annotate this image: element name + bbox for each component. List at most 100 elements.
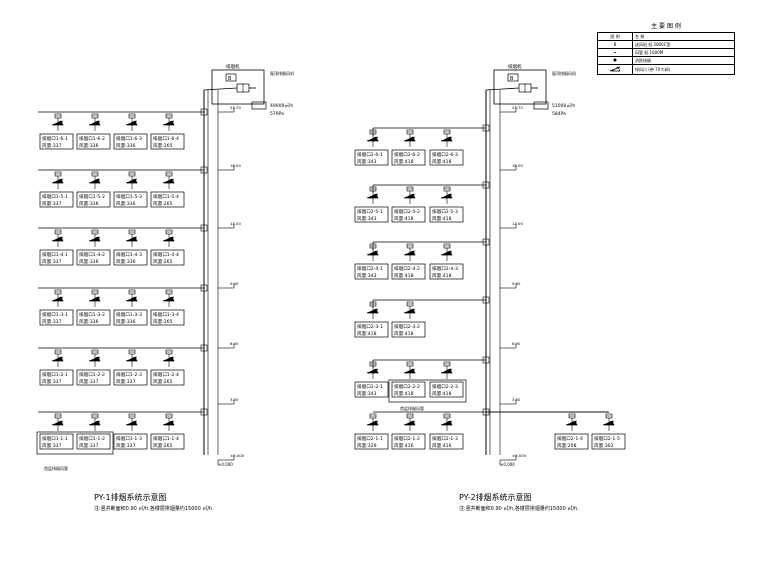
outlet-id-label: 排烟口2-3-1 [357, 323, 383, 330]
outlet-id-label: 排烟口2-3-2 [394, 323, 420, 330]
smoke-outlet-icon [51, 113, 64, 131]
outlet-airflow-label: 风量:418 [357, 330, 377, 337]
outlet-id-label: 排烟口2-1-4 [557, 435, 583, 442]
pressure-value: 579Pa [270, 111, 284, 117]
floor-elevation-label: 23.70 [512, 105, 523, 110]
outlet-id-label: 排烟口2-2-3 [432, 383, 458, 390]
outlet-id-label: 排烟口2-1-5 [594, 435, 620, 442]
smoke-outlet-icon [565, 413, 578, 431]
floor-elevation-label: 18.00 [230, 163, 241, 168]
legend-name: 排风口 (带 70℃阀) [632, 64, 735, 75]
smoke-outlet-icon [403, 186, 416, 204]
smoke-outlet-icon [366, 186, 379, 204]
outlet-airflow-label: 风量:337 [42, 258, 62, 265]
smoke-outlet-icon [125, 171, 138, 189]
outlet-airflow-label: 风量:337 [42, 200, 62, 207]
outlet-tag: 排烟口2-1-2风量:416 [391, 433, 426, 450]
floor-elevation-label: 18.00 [512, 163, 523, 168]
outlet-tag: 排烟口1-1-2风量:337 [76, 433, 111, 450]
outlet-tag: 排烟口2-1-1风量:329 [354, 433, 389, 450]
outlet-id-label: 排烟口1-1-1 [42, 435, 68, 442]
outlet-id-label: 排烟口1-6-4 [153, 135, 179, 142]
outlet-tag: 排烟口2-3-1风量:418 [354, 321, 389, 338]
legend-name: 风管 低 1600M [632, 48, 735, 57]
legend-name: 送风机 低 2800C型 [632, 40, 735, 49]
outlet-airflow-label: 风量:418 [432, 272, 452, 279]
smoke-outlet-icon [125, 289, 138, 307]
outlet-tag: 排烟口1-1-3风量:337 [113, 433, 148, 450]
legend-symbol-fan: B [597, 40, 633, 49]
floor-elevation-label: 3.00 [230, 397, 239, 402]
outlet-id-label: 排烟口1-5-4 [153, 193, 179, 200]
outlet-id-label: 排烟口1-5-2 [79, 193, 105, 200]
legend-row: B 送风机 低 2800C型 [597, 40, 735, 49]
outlet-tag: 排烟口2-5-1风量:343 [354, 206, 389, 223]
fire-damper [200, 344, 208, 352]
smoke-outlet-icon [366, 243, 379, 261]
smoke-outlet-icon [403, 129, 416, 147]
smoke-outlet-icon [88, 413, 101, 431]
outlet-airflow-label: 风量:336 [116, 142, 136, 149]
fire-damper [200, 166, 208, 174]
floor-elevation-label: 6.00 [512, 341, 521, 346]
floor-elevation-label: ±0.000 [512, 453, 527, 458]
legend-row: ═ 风管 低 1600M [597, 48, 735, 57]
smoke-outlet-icon [440, 413, 453, 431]
outlet-tag: 排烟口1-4-3风量:336 [113, 249, 148, 266]
dot-icon [613, 58, 617, 62]
outlet-id-label: 排烟口2-5-2 [394, 208, 420, 215]
outlet-tag: 排烟口1-4-1风量:337 [39, 249, 74, 266]
legend-name: 消防排烟 [632, 56, 735, 65]
outlet-airflow-label: 风量:337 [116, 378, 136, 385]
smoke-outlet-icon [162, 349, 175, 367]
outlet-id-label: 排烟口2-6-1 [357, 151, 383, 158]
outlet-airflow-label: 风量:302 [594, 442, 614, 449]
legend-table: 图 例 名 称 B 送风机 低 2800C型 ═ 风管 低 1600M 消防排烟… [597, 32, 735, 75]
smoke-outlet-icon [440, 361, 453, 379]
outlet-id-label: 排烟口2-5-3 [432, 208, 458, 215]
outlet-tag: 排烟口2-5-3风量:418 [429, 206, 464, 223]
fan-box [507, 73, 519, 82]
outlet-airflow-label: 风量:265 [153, 378, 173, 385]
legend-header-name: 名 称 [632, 32, 735, 41]
outlet-airflow-label: 风量:418 [432, 215, 452, 222]
outlet-id-label: 排烟口1-1-2 [79, 435, 105, 442]
discharge-box [251, 101, 267, 110]
system-1-subcaption: 注:竖井断面积0.90 ㎡/h,各楼层排烟量约15000 ㎡/h. [94, 506, 214, 512]
fan-label: 排烟机 [508, 63, 522, 70]
fan-note: 屋顶排烟风机 [270, 70, 294, 76]
legend-row: 消防排烟 [597, 56, 735, 65]
outlet-id-label: 排烟口2-2-2 [394, 383, 420, 390]
smoke-outlet-icon [602, 413, 615, 431]
outlet-id-label: 排烟口1-4-2 [79, 251, 105, 258]
outlet-airflow-label: 风量:329 [357, 442, 377, 449]
smoke-outlet-icon [440, 186, 453, 204]
smoke-outlet-icon [125, 113, 138, 131]
outlet-airflow-label: 风量:337 [42, 318, 62, 325]
outlet-airflow-label: 风量:336 [79, 318, 99, 325]
fire-damper [200, 408, 208, 416]
outlet-tag: 排烟口1-2-3风量:337 [113, 369, 148, 386]
smoke-outlet-icon [125, 413, 138, 431]
smoke-outlet-icon [125, 349, 138, 367]
smoke-outlet-icon [51, 349, 64, 367]
bottom-level-label: ±0.000 [500, 462, 515, 467]
fire-damper [482, 296, 490, 304]
outlet-id-label: 排烟口1-6-1 [42, 135, 68, 142]
outlet-tag: 排烟口1-5-1风量:337 [39, 191, 74, 208]
shaft-top-connector [203, 87, 238, 91]
outlet-airflow-label: 风量:416 [394, 442, 414, 449]
outlet-id-label: 排烟口2-1-2 [394, 435, 420, 442]
outlet-tag: 排烟口1-5-3风量:336 [113, 191, 148, 208]
outlet-tag: 排烟口1-4-2风量:336 [76, 249, 111, 266]
outlet-tag: 排烟口1-6-1风量:337 [39, 133, 74, 150]
outlet-tag: 排烟口2-4-3风量:418 [429, 263, 464, 280]
smoke-outlet-icon [51, 229, 64, 247]
outlet-tag: 排烟口1-5-4风量:265 [150, 191, 185, 208]
outlet-id-label: 排烟口1-2-4 [153, 371, 179, 378]
outlet-id-label: 排烟口1-3-3 [116, 311, 142, 318]
outlet-tag: 排烟口2-4-2风量:418 [391, 263, 426, 280]
system-1-caption: PY-1排烟系统示意图 [94, 493, 167, 502]
outlet-airflow-label: 风量:418 [432, 390, 452, 397]
outlet-airflow-label: 风量:265 [153, 442, 173, 449]
